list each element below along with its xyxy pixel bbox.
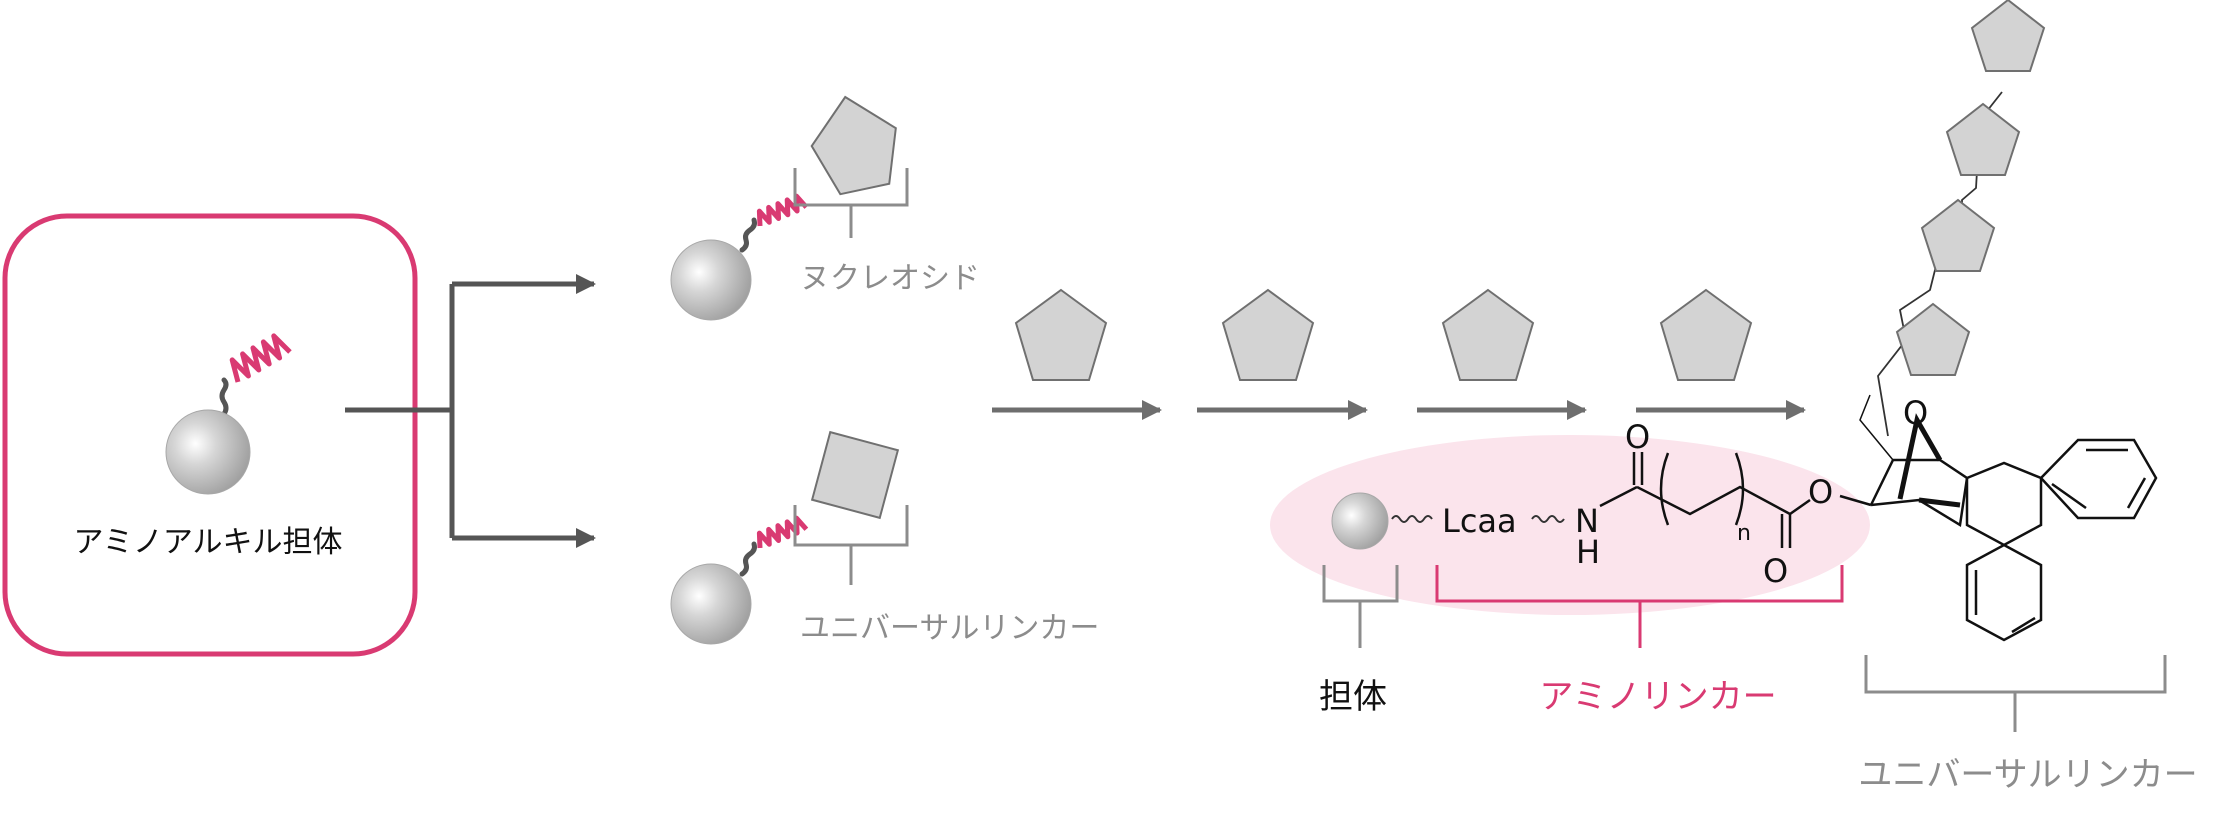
paren-right	[1734, 452, 1745, 526]
ester-o-bottom: O	[1763, 552, 1788, 590]
structure-bead	[1331, 492, 1389, 550]
paren-left	[1659, 452, 1670, 526]
amino-linker-label: アミノリンカー	[1539, 677, 1776, 717]
chain-pentagon-3	[1945, 102, 2021, 176]
support-box-frame	[2, 213, 418, 657]
carbonyl-o-top: O	[1625, 418, 1650, 456]
universal-linker-label: ユニバーサルリンカー	[800, 611, 1099, 646]
chain-pentagon-2	[1920, 198, 1996, 272]
support-bead	[165, 409, 251, 495]
nucleoside-label: ヌクレオシド	[800, 261, 980, 296]
linker-pentagon-chain	[1877, 0, 2046, 437]
branch-arrows	[345, 274, 596, 548]
universal-brace	[793, 505, 909, 585]
universal-square	[810, 430, 900, 520]
step-pentagon-1	[1014, 288, 1108, 381]
phenanthrene-rings	[1965, 438, 2158, 642]
universal-linker-bottom-label: ユニバーサルリンカー	[1858, 755, 2197, 795]
bottom-annotations: 担体 アミノリンカー ユニバーサルリンカー	[1319, 565, 2198, 795]
nucleoside-pentagon	[810, 95, 897, 196]
h-atom: H	[1576, 533, 1600, 571]
nucleoside-bead	[670, 239, 752, 321]
bicyclic-core	[1869, 458, 1969, 528]
universal-linker-brace	[1864, 655, 2167, 732]
support-label: 担体	[1319, 677, 1387, 717]
support-brace	[1322, 565, 1399, 648]
chemical-structure: Lcaa N H O n O O O	[1331, 0, 2158, 642]
ester-o-link: O	[1808, 473, 1833, 511]
step-pentagon-2	[1221, 288, 1315, 381]
step-pentagon-4	[1659, 288, 1753, 381]
amino-alkyl-support-panel: アミノアルキル担体	[2, 213, 418, 657]
nucleoside-brace	[793, 168, 909, 238]
support-dark-linker	[219, 377, 229, 417]
amino-linker-brace	[1435, 565, 1844, 648]
chain-pentagon-1	[1895, 302, 1971, 376]
amino-linker-highlight	[1270, 435, 1870, 615]
nucleoside-magenta-chain	[756, 193, 809, 227]
elongation-steps	[992, 288, 1806, 420]
universal-magenta-chain	[756, 515, 809, 549]
chain-pentagon-4	[1970, 0, 2046, 72]
nucleoside-support: ヌクレオシド	[670, 95, 980, 321]
bridge-o: O	[1903, 394, 1928, 432]
universal-bead	[670, 563, 752, 645]
universal-linker-support: ユニバーサルリンカー	[670, 430, 1099, 646]
support-magenta-chain	[229, 333, 292, 383]
subscript-n: n	[1737, 521, 1751, 546]
lcaa-text: Lcaa	[1442, 502, 1517, 540]
support-box-label: アミノアルキル担体	[73, 525, 342, 560]
step-pentagon-3	[1441, 288, 1535, 381]
n-atom: N	[1575, 502, 1599, 540]
